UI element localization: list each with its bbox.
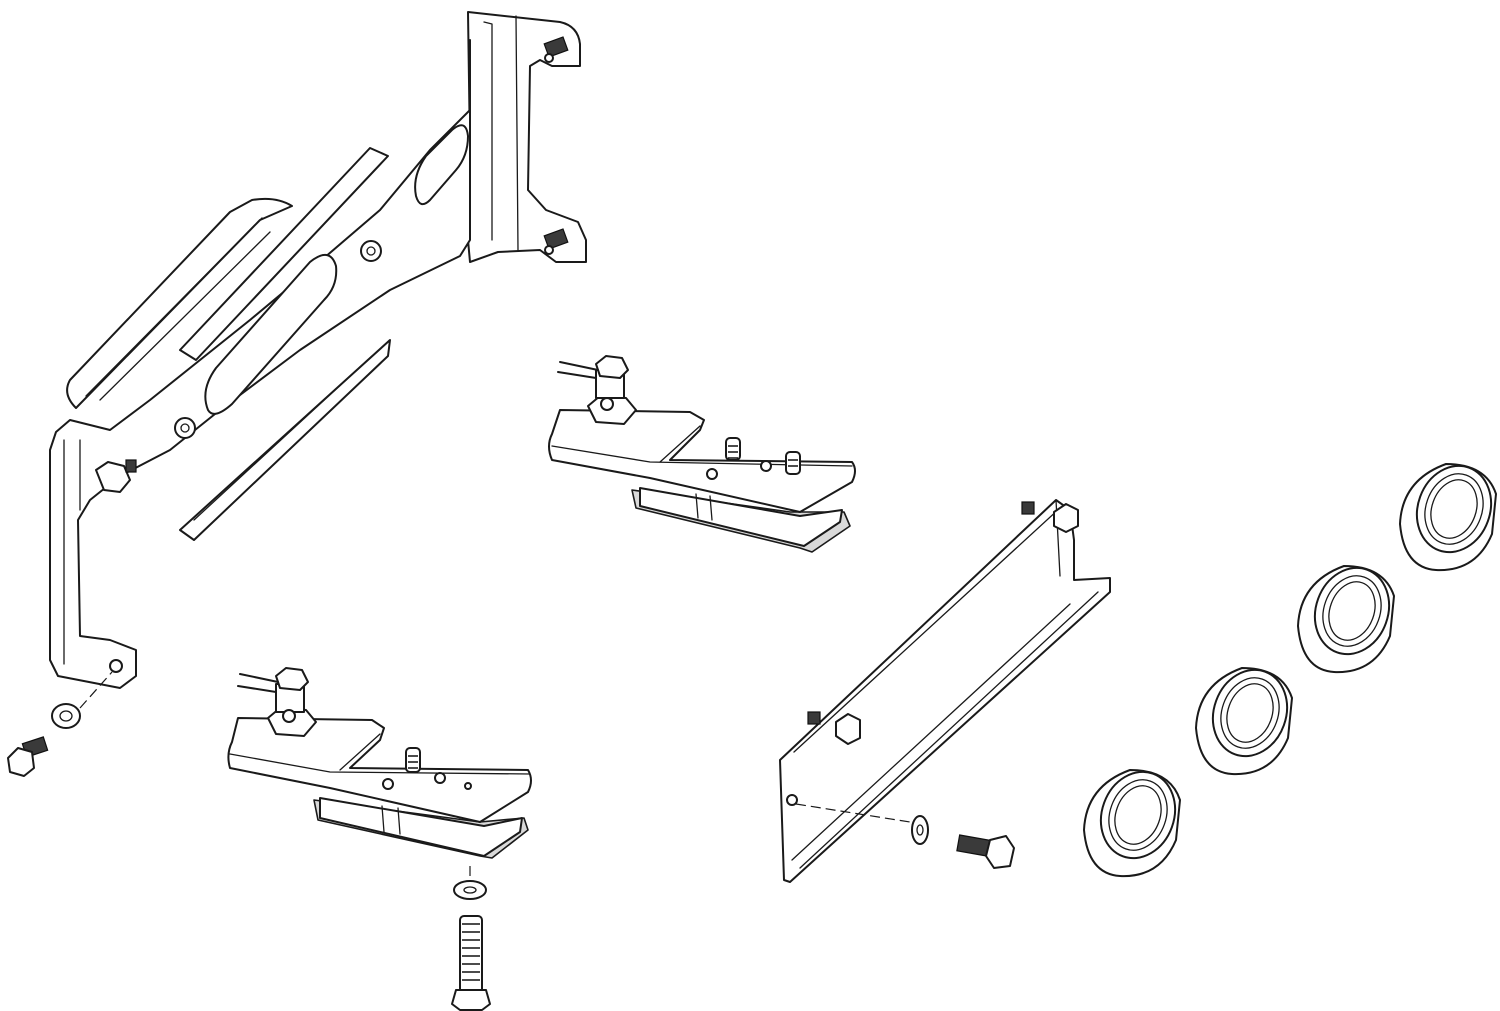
clamp-assembly-upper xyxy=(548,355,856,553)
end-cap-4 xyxy=(1399,463,1497,572)
large-mounting-bracket xyxy=(49,11,587,689)
end-cap-2 xyxy=(1195,667,1293,776)
bracket-hex-nut xyxy=(95,459,137,493)
stud-bottom xyxy=(543,228,569,255)
end-cap-1 xyxy=(1083,769,1181,878)
long-threaded-bolt xyxy=(451,915,491,1011)
stud-top xyxy=(543,36,569,63)
bracket-hex-bolt xyxy=(7,736,49,777)
lower-clamp-washer xyxy=(453,880,487,900)
end-cap-3 xyxy=(1297,565,1395,674)
angle-rail xyxy=(779,499,1111,883)
rail-washer xyxy=(911,815,929,845)
bracket-washer xyxy=(51,703,81,729)
clamp-assembly-lower xyxy=(227,667,532,859)
rail-hex-bolt xyxy=(956,834,1015,869)
